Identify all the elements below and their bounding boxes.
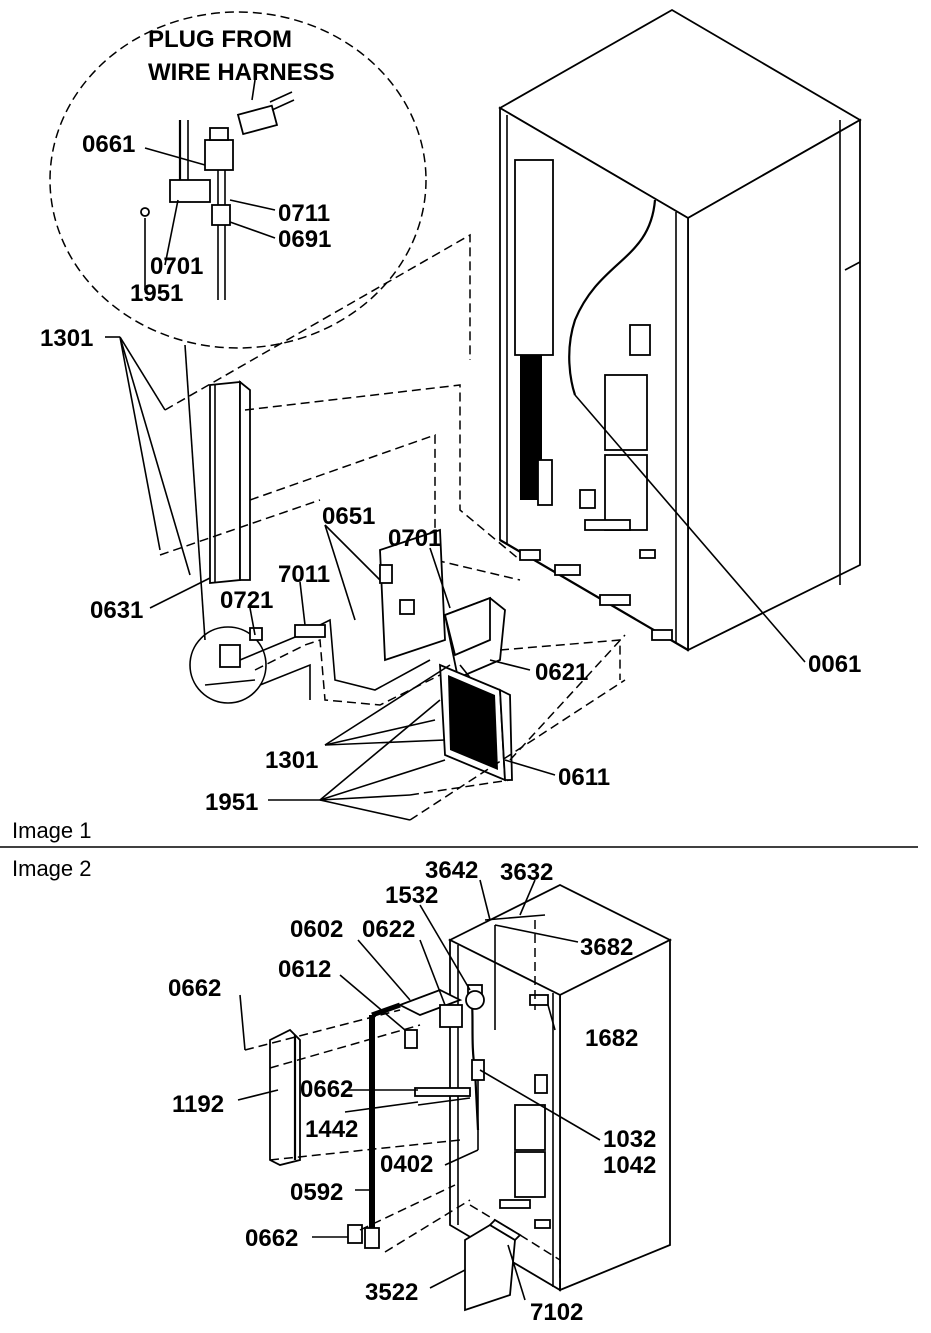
- label-1032: 1032: [603, 1126, 656, 1153]
- label-0611: 0611: [558, 764, 610, 791]
- label-0612: 0612: [278, 956, 331, 983]
- panel-0631: [209, 380, 251, 584]
- label-1951-inset: 1951: [130, 280, 183, 307]
- label-0701: 0701: [388, 525, 441, 552]
- label-3682: 3682: [580, 934, 633, 961]
- label-0711: 0711: [278, 200, 330, 227]
- inset-note-line1: PLUG FROM: [148, 26, 292, 53]
- label-0662-bottom: 0662: [245, 1225, 298, 1252]
- label-3642: 3642: [425, 857, 478, 884]
- label-0701-inset: 0701: [150, 253, 203, 280]
- wire-harness-7011: [239, 618, 441, 706]
- label-3522: 3522: [365, 1279, 418, 1306]
- inset-circle: [49, 11, 427, 349]
- louvered-cover-0611: [439, 663, 513, 782]
- label-0622: 0622: [362, 916, 415, 943]
- label-0602: 0602: [290, 916, 343, 943]
- label-1682: 1682: [585, 1025, 638, 1052]
- label-0661: 0661: [82, 131, 135, 158]
- caption-image2: Image 2: [12, 856, 92, 881]
- image2-drawing: [237, 879, 673, 1312]
- label-0631: 0631: [90, 597, 143, 624]
- label-1042: 1042: [603, 1152, 656, 1179]
- label-1442: 1442: [305, 1116, 358, 1143]
- label-0662-mid: 0662: [300, 1076, 353, 1103]
- small-inset-circle: [189, 626, 267, 704]
- inset-note-line2: WIRE HARNESS: [148, 59, 335, 86]
- label-7102: 7102: [530, 1299, 583, 1326]
- label-0691: 0691: [278, 226, 331, 253]
- label-0061: 0061: [808, 651, 861, 678]
- label-0621: 0621: [535, 659, 588, 686]
- label-0662-top: 0662: [168, 975, 221, 1002]
- label-1951: 1951: [205, 789, 258, 816]
- label-1301-top: 1301: [40, 325, 93, 352]
- caption-image1: Image 1: [12, 818, 92, 843]
- label-0721: 0721: [220, 587, 273, 614]
- label-3632: 3632: [500, 859, 553, 886]
- label-1532: 1532: [385, 882, 438, 909]
- label-0592: 0592: [290, 1179, 343, 1206]
- label-0402: 0402: [380, 1151, 433, 1178]
- compressor-bracket: [379, 528, 506, 701]
- label-1192: 1192: [172, 1091, 224, 1118]
- inset-valve-assembly: [140, 91, 295, 300]
- refrigerator-cabinet-rear: [498, 8, 862, 652]
- label-0651: 0651: [322, 503, 375, 530]
- image1-drawing: [49, 8, 862, 821]
- label-1301-bottom: 1301: [265, 747, 318, 774]
- label-7011: 7011: [278, 561, 330, 588]
